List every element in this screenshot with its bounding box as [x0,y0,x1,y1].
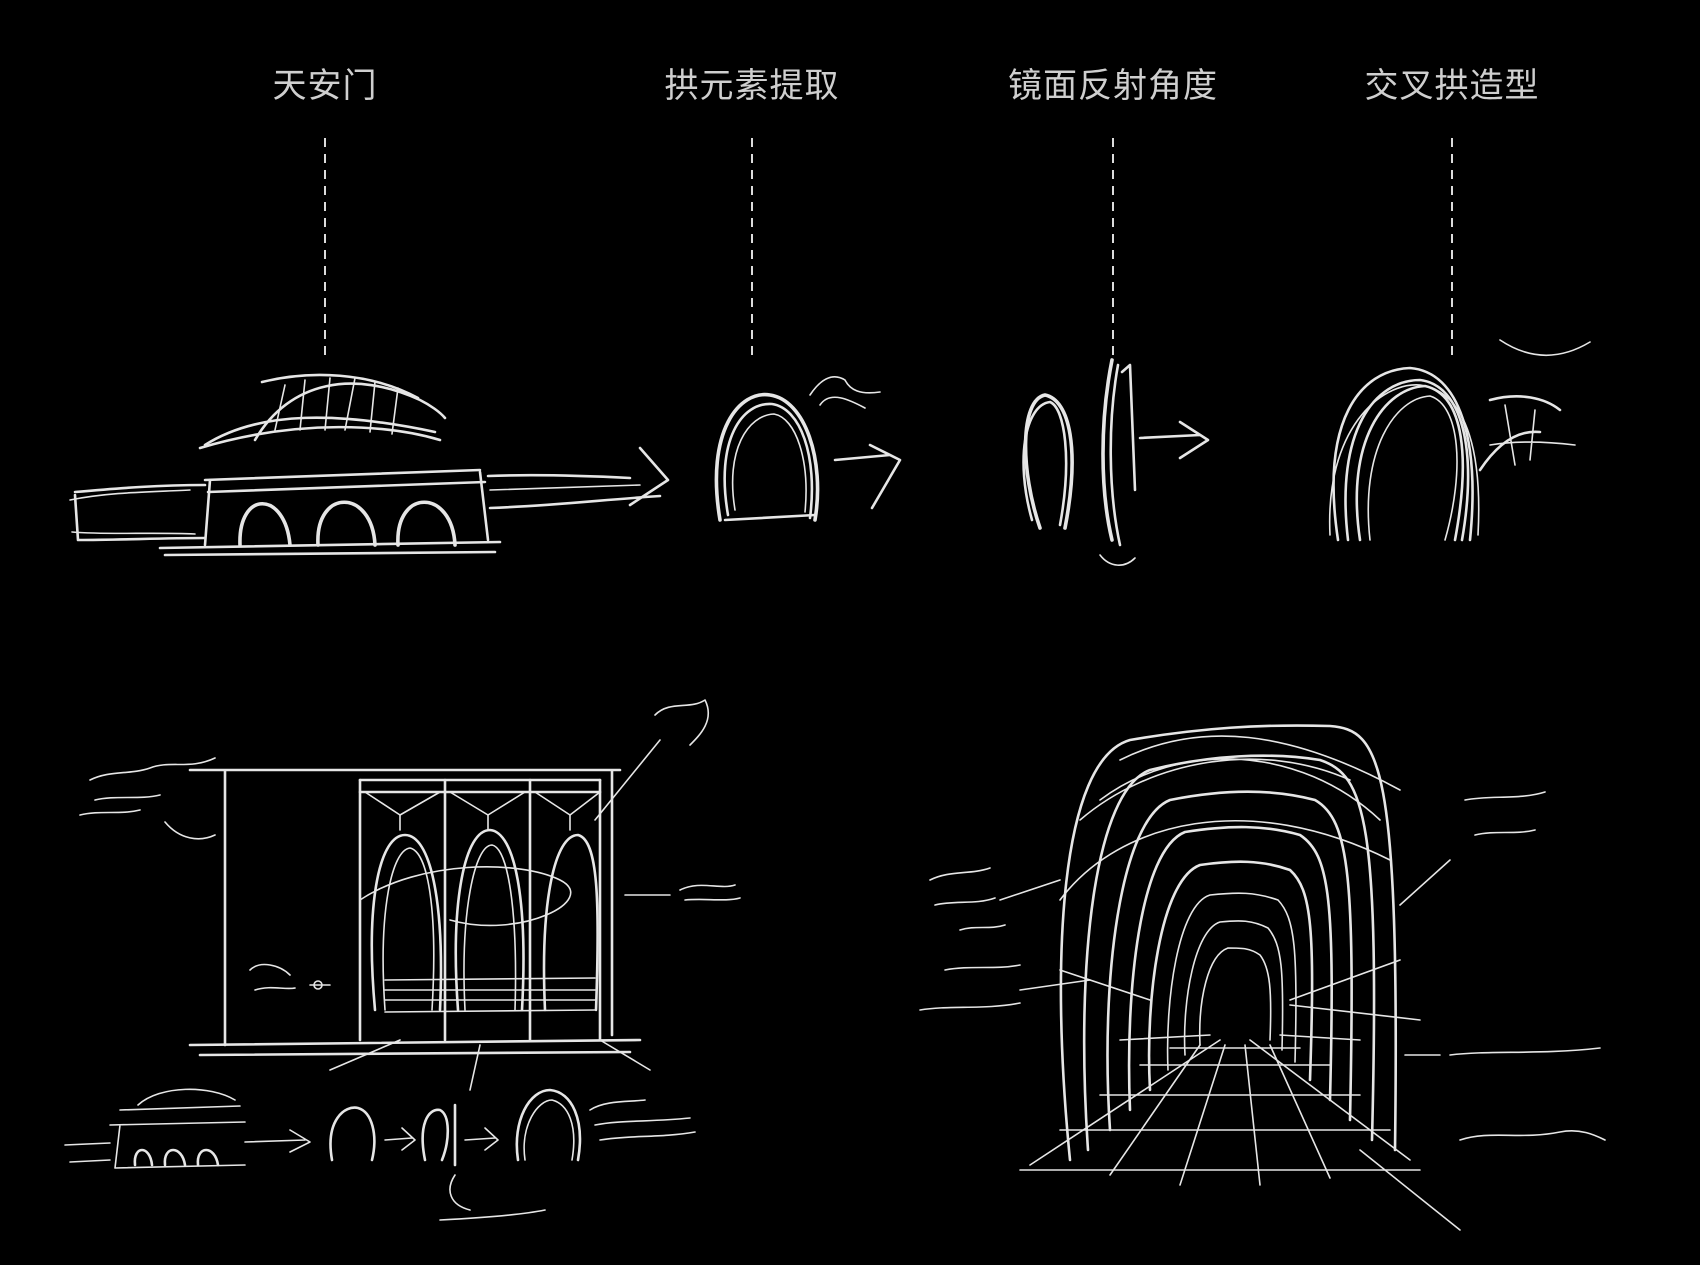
mirror-reflection-sketch [1022,358,1210,566]
step-label-tiananmen: 天安门 [272,66,378,106]
step-label-mirror-reflection: 镜面反射角度 [1008,66,1218,106]
facade-elevation-sketch [79,699,741,1091]
arch-extraction-sketch [714,376,902,522]
step-label-arch-extraction: 拱元素提取 [664,66,840,106]
leader-lines [324,138,1453,355]
cross-arch-sketch [1328,339,1591,542]
step-label-cross-arch: 交叉拱造型 [1364,66,1540,106]
corridor-perspective-sketch [919,724,1606,1231]
mini-process-sketch [64,1088,696,1221]
tiananmen-sketch [69,373,670,557]
